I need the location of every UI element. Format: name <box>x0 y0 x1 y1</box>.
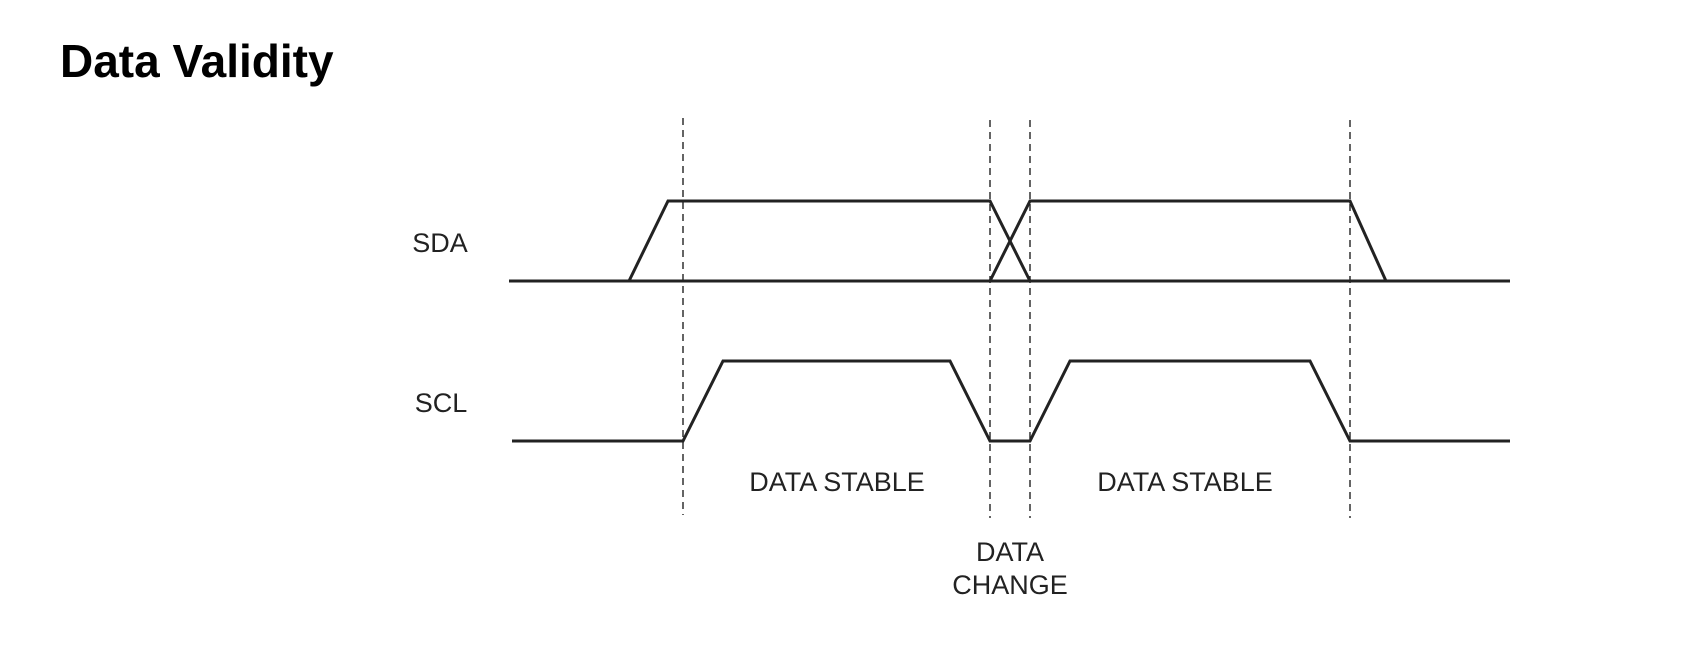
data-stable-label-1: DATA STABLE <box>749 467 925 497</box>
scl-waveform <box>512 359 1510 443</box>
scl-label: SCL <box>415 388 468 418</box>
data-change-label-line1: DATA <box>976 537 1044 567</box>
data-change-label-line2: CHANGE <box>952 570 1068 600</box>
sda-waveform-bit-2 <box>988 199 1388 282</box>
data-stable-label-2: DATA STABLE <box>1097 467 1273 497</box>
sda-waveform-bit-1 <box>627 199 1032 282</box>
sda-label: SDA <box>412 228 468 258</box>
page-title: Data Validity <box>60 35 334 87</box>
